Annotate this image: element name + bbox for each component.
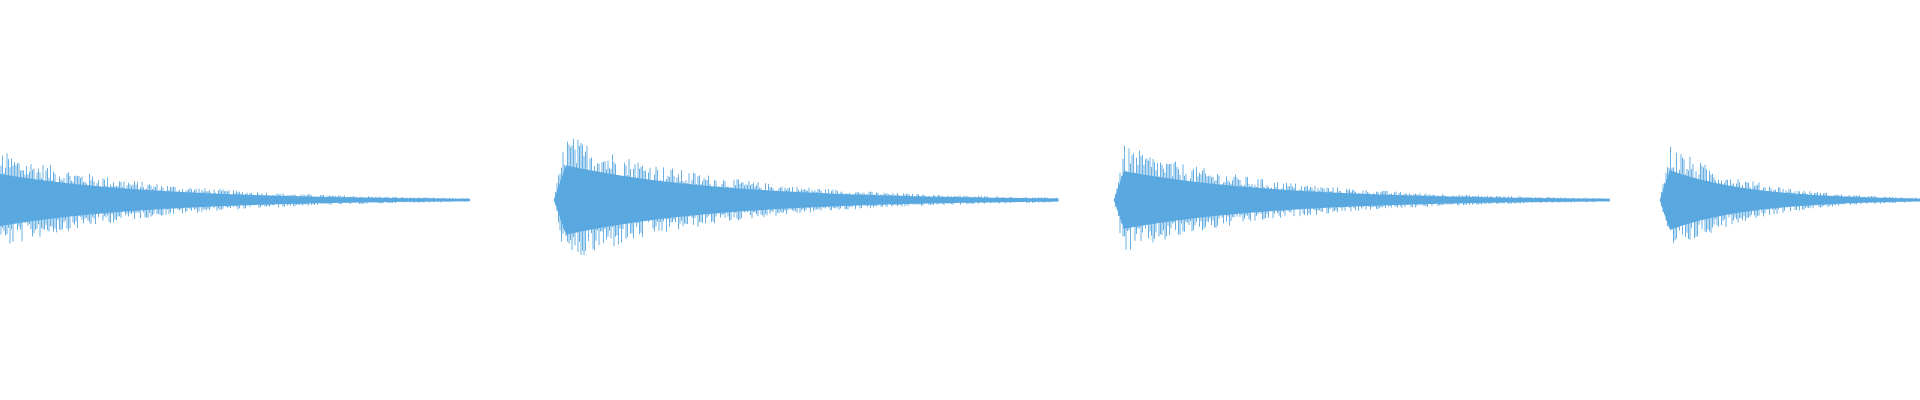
- waveform-envelope: [1114, 171, 1610, 229]
- waveform-burst-2: [553, 138, 1059, 256]
- waveform-burst-4: [1659, 146, 1920, 243]
- waveform-burst-3: [1113, 145, 1610, 250]
- waveform-spikes: [1113, 145, 1610, 250]
- waveform-burst-1: [0, 153, 470, 244]
- waveform-spikes: [553, 138, 1059, 256]
- waveform-envelope: [1660, 170, 1920, 230]
- waveform-spikes: [0, 153, 470, 244]
- waveform-spikes: [1659, 146, 1920, 243]
